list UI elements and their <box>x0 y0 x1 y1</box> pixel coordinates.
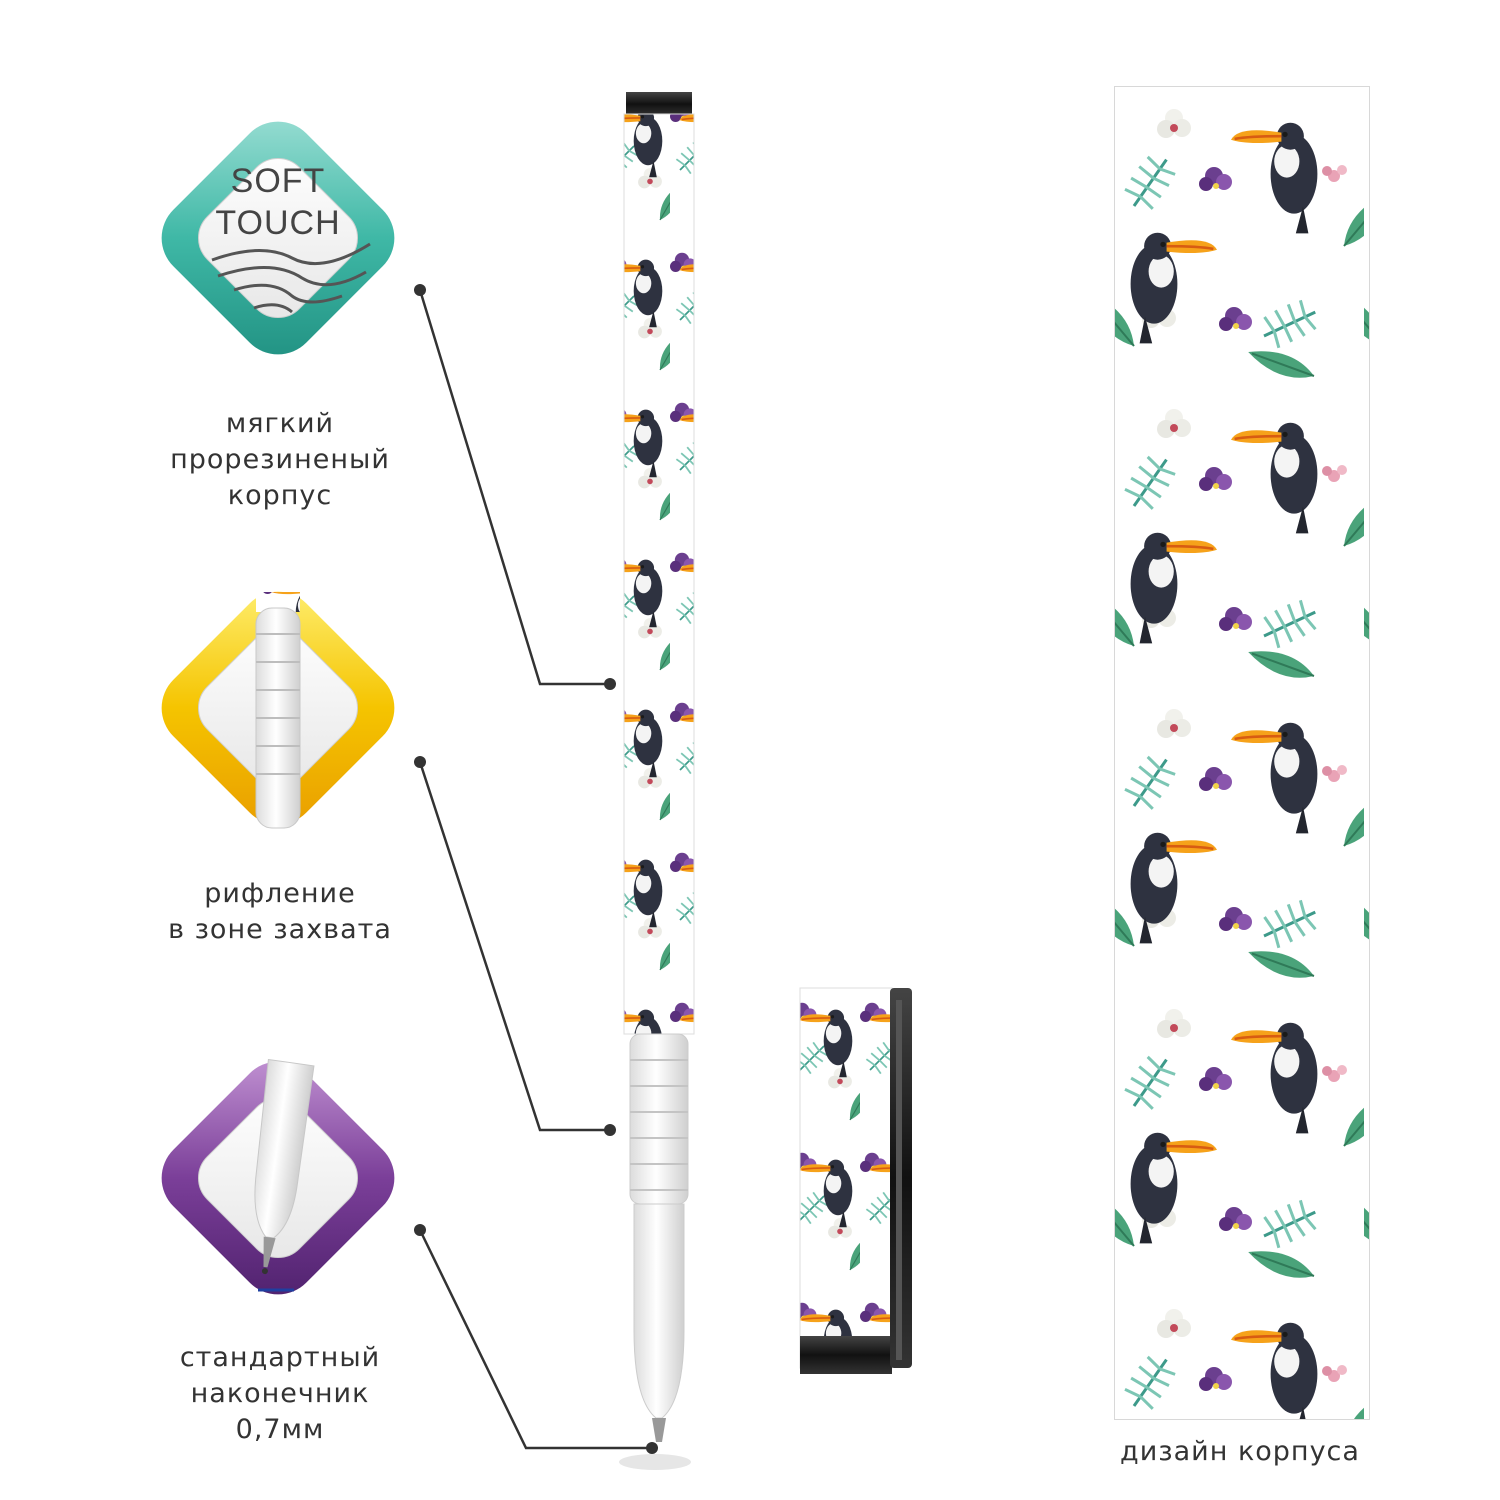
pen-cap <box>799 987 912 1374</box>
dot-2a <box>414 756 426 768</box>
pen-end-cap <box>626 92 692 116</box>
dot-1b <box>604 678 616 690</box>
tip-caption: стандартный наконечник 0,7мм <box>179 1342 381 1445</box>
body-design-panel <box>1114 86 1370 1420</box>
pen-tip <box>652 1418 666 1442</box>
dot-1a <box>414 284 426 296</box>
design-caption: дизайн корпуса <box>1120 1436 1360 1467</box>
soft-touch-badge: SOFT TOUCH <box>122 82 434 394</box>
wave-icon <box>211 242 371 314</box>
grip-icon <box>255 592 301 829</box>
soft-touch-line1: SOFT <box>230 162 326 200</box>
tip-badge <box>122 1022 434 1334</box>
pen-cone <box>633 1203 685 1419</box>
soft-touch-caption: мягкий прорезиненый корпус <box>170 408 390 511</box>
pen-barrel <box>623 113 695 1035</box>
dot-3a <box>414 1224 426 1236</box>
grip-caption: рифление в зоне захвата <box>168 878 392 945</box>
soft-touch-line2: TOUCH <box>215 204 341 242</box>
pen <box>619 92 695 1470</box>
dot-3b <box>646 1442 658 1454</box>
pen-tip-icon <box>254 1058 315 1275</box>
grip-badge <box>122 552 434 864</box>
dot-2b <box>604 1124 616 1136</box>
